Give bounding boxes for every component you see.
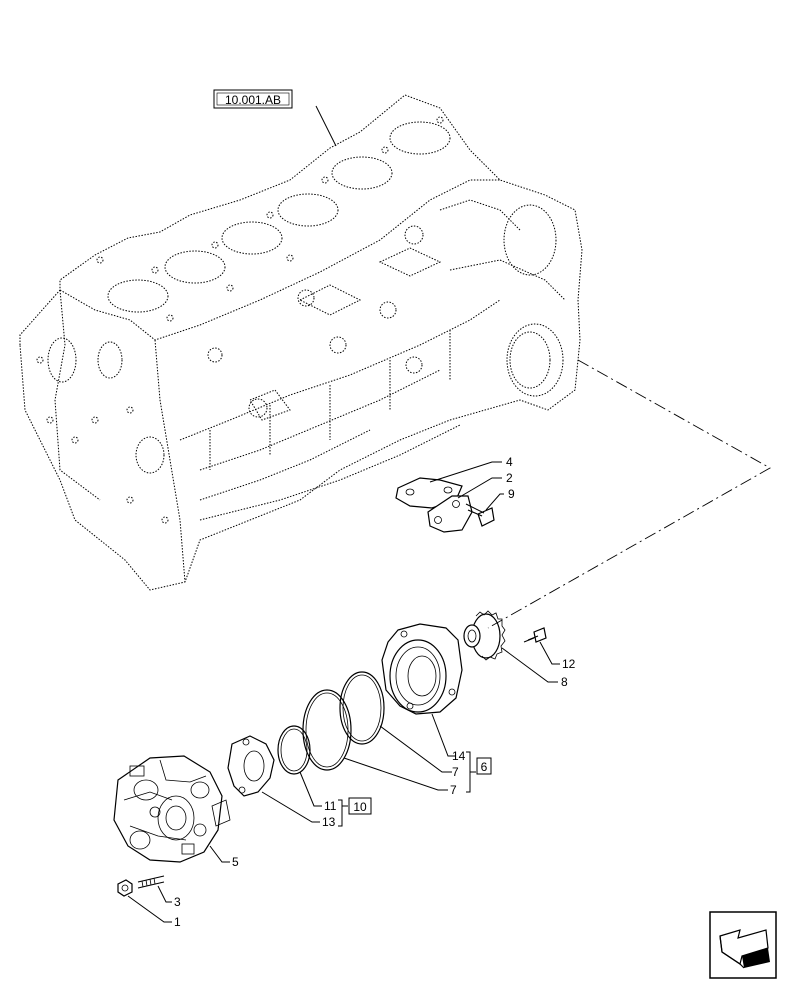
group-box-10-label: 10 [353, 800, 367, 814]
reference-box-label: 10.001.AB [225, 93, 281, 107]
callout-11: 11 [324, 799, 337, 813]
engine-block [19, 94, 583, 591]
nut-part-1 [117, 879, 133, 897]
stud-part-3 [137, 875, 165, 889]
callout-3: 3 [174, 895, 181, 909]
callout-1: 1 [174, 915, 181, 929]
return-arrow-icon[interactable] [709, 911, 777, 979]
o-ring-part-7-large [339, 671, 385, 745]
callout-9: 9 [508, 487, 515, 501]
callout-12: 12 [562, 657, 576, 671]
flange-housing-part-14 [381, 623, 463, 715]
callout-14: 14 [452, 749, 466, 763]
adapter-plate-part-13 [227, 735, 275, 797]
bracket-group-6 [466, 751, 471, 793]
callout-7-lower: 7 [450, 783, 457, 797]
drive-gear-part-8 [463, 610, 506, 661]
assembly-axis-line [487, 359, 771, 629]
leader-lines [127, 105, 560, 923]
bolt-part-12 [523, 627, 547, 643]
callout-13: 13 [322, 815, 336, 829]
cover-plate-part-2 [427, 495, 473, 533]
reference-box-10-001-ab[interactable]: 10.001.AB [213, 89, 293, 109]
group-box-6[interactable]: 6 [476, 757, 492, 775]
group-box-6-label: 6 [481, 760, 488, 774]
callout-4: 4 [506, 455, 513, 469]
bolt-part-9 [465, 503, 495, 527]
callout-2: 2 [506, 471, 513, 485]
callout-7-upper: 7 [452, 765, 459, 779]
bracket-group-10 [338, 799, 343, 827]
o-ring-part-11 [277, 725, 311, 775]
callout-5: 5 [232, 855, 239, 869]
group-box-10[interactable]: 10 [348, 797, 372, 815]
high-pressure-pump-part-5 [113, 755, 231, 863]
o-ring-part-7-medium [302, 689, 352, 771]
callout-8: 8 [561, 675, 568, 689]
